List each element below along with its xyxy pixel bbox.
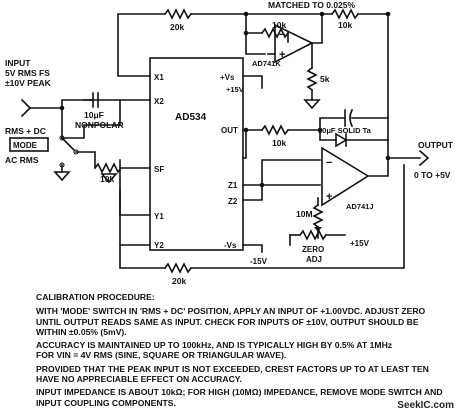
power-supply-pins (100, 75, 263, 253)
supply-pot-label: +15V (350, 239, 370, 248)
pin-x1: X1 (154, 73, 164, 82)
pin-vs-neg: -Vs (224, 241, 237, 250)
input-spec-peak: ±10V PEAK (5, 78, 52, 88)
notes-paragraph-3: PROVIDED THAT THE PEAK INPUT IS NOT EXCE… (36, 363, 429, 385)
top-feedback-network (117, 8, 391, 159)
pin-z1: Z1 (228, 181, 238, 190)
output-range: 0 TO +5V (414, 170, 451, 180)
notes-paragraph-2: ACCURACY IS MAINTAINED UP TO 100kHz, AND… (36, 340, 450, 361)
ac-rms-label: AC RMS (5, 155, 39, 165)
pin-y1: Y1 (154, 212, 164, 221)
input-title: INPUT (5, 58, 31, 68)
notes-paragraph-1: WITH 'MODE' SWITCH IN 'RMS + DC' POSITIO… (36, 306, 426, 337)
input-cap-value: 10μF (84, 110, 104, 120)
svg-text:−: − (279, 29, 285, 41)
notes-paragraph-2b: FOR VIN = 4V RMS (SINE, SQUARE OR TRIANG… (36, 350, 287, 361)
svg-text:+: + (279, 49, 285, 61)
output-network (242, 108, 389, 201)
input-spec-rms: 5V RMS FS (5, 68, 50, 78)
matched-label: MATCHED TO 0.025% (268, 0, 356, 10)
notes-paragraph-4: INPUT IMPEDANCE IS ABOUT 10kΩ; FOR HIGH … (36, 387, 443, 408)
input-section (9, 92, 151, 182)
resistor-10k-switch-label: 10k (100, 174, 114, 184)
resistor-10k-right-label: 10k (338, 20, 352, 30)
notes-heading: CALIBRATION PROCEDURE: (36, 292, 155, 302)
pin-sf: SF (154, 165, 164, 174)
y-input-network (119, 159, 405, 274)
input-cap-type: NONPOLAR (75, 120, 124, 130)
rms-dc-label: RMS + DC (5, 126, 46, 136)
opamp-ad741k: − + (267, 11, 325, 110)
watermark: SeekIC.com (397, 400, 454, 411)
ad534-chip (149, 57, 244, 251)
opamp-ad741k-label: AD741K (252, 59, 281, 68)
output-cap-label: 10μF SOLID Ta (318, 126, 372, 135)
resistor-5k-label: 5k (320, 74, 330, 84)
resistor-10k-top-label: 10k (272, 20, 286, 30)
pin-vs-pos: +Vs (220, 73, 235, 82)
opamp-ad741j-label: AD741J (346, 202, 374, 211)
pin-y2: Y2 (154, 241, 164, 250)
resistor-20k-top-label: 20k (170, 22, 184, 32)
zero-adj-line1: ZERO (302, 245, 324, 254)
resistor-10k-mid-label: 10k (272, 138, 286, 148)
resistor-20k-bottom-label: 20k (172, 276, 186, 286)
resistor-10m-label: 10M (296, 209, 313, 219)
notes-paragraph-2a: ACCURACY IS MAINTAINED UP TO 100kHz, AND… (36, 340, 393, 351)
pin-z2: Z2 (228, 197, 238, 206)
ic-name: AD534 (175, 112, 207, 123)
output-title: OUTPUT (418, 140, 454, 150)
zero-adj-line2: ADJ (306, 255, 322, 264)
svg-text:−: − (326, 157, 332, 169)
pin-x2: X2 (154, 97, 164, 106)
svg-text:+: + (326, 191, 332, 203)
mode-switch-label: MODE (13, 141, 38, 150)
supply-pos-label: +15V (226, 85, 244, 94)
calibration-notes: CALIBRATION PROCEDURE: WITH 'MODE' SWITC… (36, 292, 450, 411)
supply-neg-label: -15V (250, 257, 268, 266)
pin-out: OUT (221, 126, 238, 135)
opamp-ad741j: − + (289, 146, 430, 246)
